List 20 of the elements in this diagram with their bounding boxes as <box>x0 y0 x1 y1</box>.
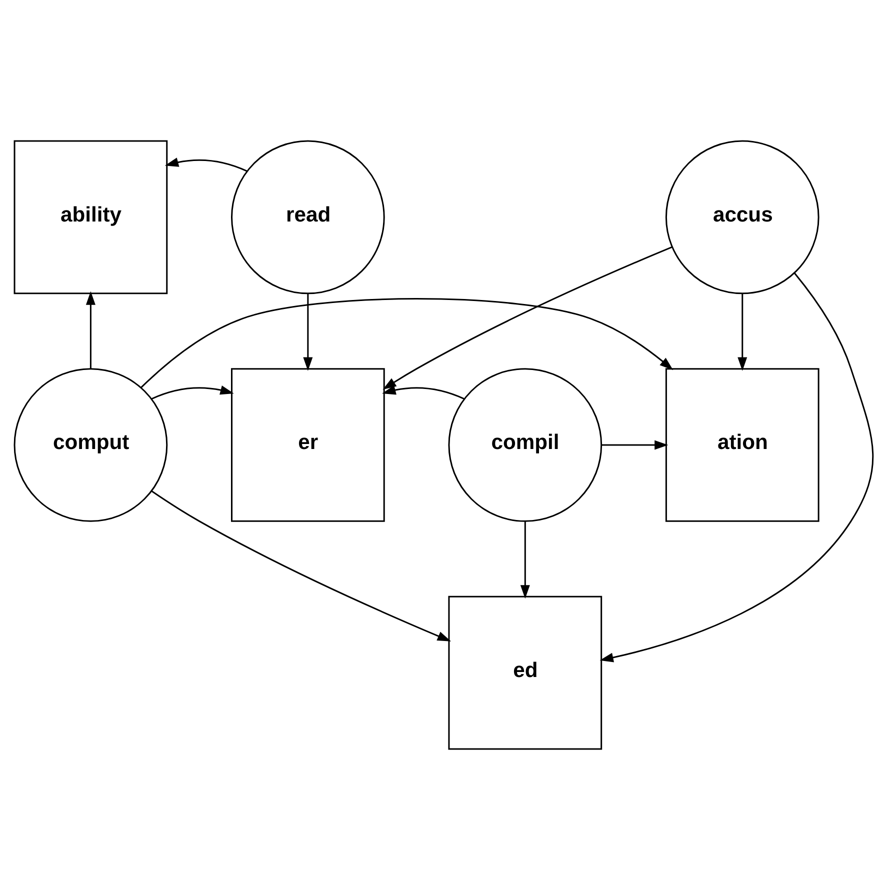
arrow <box>600 272 874 662</box>
arrow <box>86 291 96 369</box>
arrow <box>303 294 313 371</box>
arrow <box>520 521 530 599</box>
arrow <box>602 440 668 450</box>
node-box: ed <box>448 596 602 750</box>
arrow <box>382 385 464 400</box>
node-box: ability <box>14 140 168 294</box>
node-circle: read <box>231 140 385 294</box>
arrow <box>151 490 452 642</box>
arrow <box>164 158 248 172</box>
arrow <box>738 294 748 371</box>
arrow <box>140 298 674 388</box>
node-box: ation <box>665 368 820 522</box>
node-circle: accus <box>665 140 820 294</box>
arrow <box>152 385 234 400</box>
node-circle: comput <box>14 368 168 522</box>
arrow <box>382 246 672 390</box>
node-circle: compil <box>448 368 602 522</box>
node-box: er <box>231 368 385 522</box>
